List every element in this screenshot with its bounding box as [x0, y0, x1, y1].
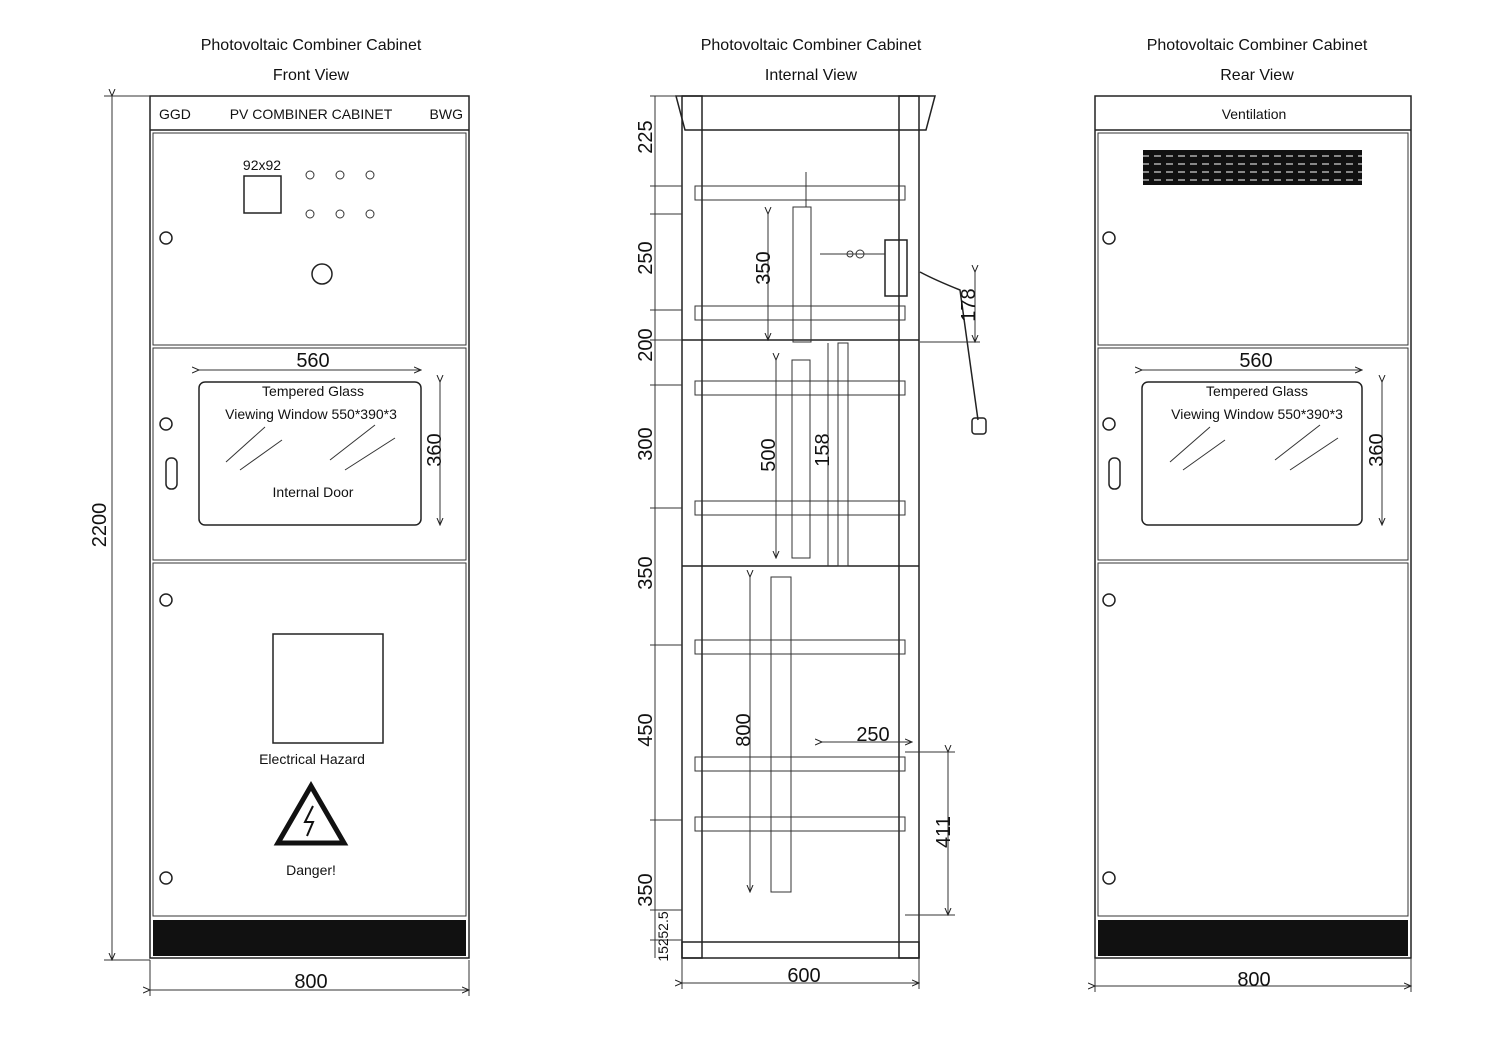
rear-view-title: Photovoltaic Combiner Cabinet — [1147, 37, 1368, 54]
rear-lock-icon-2 — [1102, 417, 1116, 431]
left-post — [681, 95, 703, 959]
horizontal-rails — [694, 185, 906, 832]
rear-cabinet-body — [1094, 95, 1412, 959]
rear-handle — [1108, 457, 1121, 490]
right-post — [898, 95, 920, 959]
front-height-dim: 2200 — [89, 503, 111, 548]
rear-view-subtitle: Rear View — [1220, 67, 1294, 84]
dim-350-b: 350 — [635, 873, 657, 906]
front-viewing-window — [198, 381, 422, 526]
front-view: Photovoltaic Combiner Cabinet Front View… — [89, 37, 469, 996]
middle-strip-rail — [837, 342, 849, 567]
rear-lock-icon-4 — [1102, 871, 1116, 885]
front-width-dim: 800 — [294, 971, 327, 993]
internal-view-subtitle: Internal View — [765, 67, 858, 84]
dim-inner-158: 158 — [812, 433, 834, 466]
dim-inner-250: 250 — [856, 724, 889, 746]
rear-glass-hatch — [1169, 424, 1339, 471]
operating-handle — [919, 271, 979, 421]
rear-top-door — [1097, 132, 1409, 346]
rear-middle-door — [1097, 347, 1409, 561]
front-view-subtitle: Front View — [273, 67, 350, 84]
rear-lock-icon-3 — [1102, 593, 1116, 607]
internal-view-title: Photovoltaic Combiner Cabinet — [701, 37, 922, 54]
front-header-center: PV COMBINER CABINET — [230, 106, 393, 122]
front-top-door — [152, 132, 467, 346]
dim-handle-178: 178 — [958, 288, 980, 321]
ventilation-grille — [1143, 150, 1362, 185]
front-window-spec: Viewing Window 550*390*3 — [225, 406, 397, 422]
internal-view: Photovoltaic Combiner Cabinet Internal V… — [635, 37, 987, 989]
electrical-hazard-icon — [273, 781, 349, 846]
dim-right-411: 411 — [933, 816, 955, 848]
rear-viewing-window — [1141, 381, 1363, 526]
rear-lock-icon — [1102, 231, 1116, 245]
front-window-note: Internal Door — [273, 484, 354, 500]
dim-350-a: 350 — [635, 556, 657, 589]
front-plinth — [153, 920, 466, 956]
rear-view: Photovoltaic Combiner Cabinet Rear View … — [1095, 37, 1411, 992]
hazard-label: Electrical Hazard — [259, 751, 365, 767]
base-rail — [681, 941, 920, 959]
rear-window-spec: Viewing Window 550*390*3 — [1171, 406, 1343, 422]
rear-header-label: Ventilation — [1222, 106, 1287, 122]
indicator-lights — [305, 170, 375, 219]
glass-hatch — [225, 424, 396, 471]
front-window-title: Tempered Glass — [262, 383, 364, 399]
front-header-right: BWG — [430, 106, 463, 122]
front-knob — [311, 263, 333, 285]
lower-vertical-rail — [770, 576, 792, 893]
front-cabinet-body — [149, 95, 470, 959]
switch-body — [884, 239, 908, 297]
front-view-title: Photovoltaic Combiner Cabinet — [201, 37, 422, 54]
front-lock-icon-3 — [159, 593, 173, 607]
front-lock-icon-2 — [159, 417, 173, 431]
danger-label: Danger! — [286, 862, 336, 878]
rear-bottom-door — [1097, 562, 1409, 917]
meter-size-label: 92x92 — [243, 157, 281, 173]
rear-window-width-dim: 560 — [1239, 350, 1272, 372]
front-bottom-door — [152, 562, 467, 917]
upper-vertical-rail — [792, 206, 812, 343]
dim-300: 300 — [635, 427, 657, 460]
dim-250: 250 — [635, 241, 657, 274]
front-window-width-dim: 560 — [296, 350, 329, 372]
front-middle-door — [152, 347, 467, 561]
label-plate — [272, 633, 384, 744]
rear-plinth — [1098, 920, 1408, 956]
front-handle — [165, 457, 178, 490]
dim-inner-350: 350 — [753, 251, 775, 284]
rear-width-dim: 800 — [1237, 969, 1270, 991]
rear-window-height-dim: 360 — [1366, 433, 1388, 466]
dim-52-5: 52.5 — [655, 911, 671, 938]
internal-width-dim: 600 — [787, 965, 820, 987]
dim-225: 225 — [635, 120, 657, 153]
front-header-left: GGD — [159, 106, 191, 122]
front-lock-icon-4 — [159, 871, 173, 885]
front-lock-icon — [159, 231, 173, 245]
dim-450: 450 — [635, 713, 657, 746]
front-window-height-dim: 360 — [424, 433, 446, 466]
rear-window-title: Tempered Glass — [1206, 383, 1308, 399]
internal-top-cap — [675, 95, 936, 131]
middle-vertical-rail — [791, 359, 811, 559]
dim-inner-500: 500 — [758, 438, 780, 471]
dim-152: 152 — [655, 938, 671, 962]
meter-cutout — [243, 175, 282, 214]
dim-200: 200 — [635, 328, 657, 361]
dim-inner-800: 800 — [733, 713, 755, 746]
